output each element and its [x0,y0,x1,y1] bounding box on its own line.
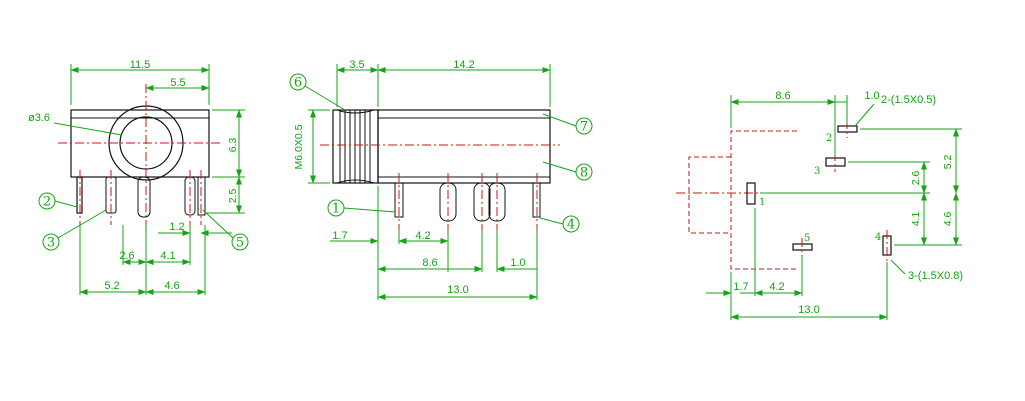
dim-thread-length: 3.5 [349,59,364,71]
dim-thread-spec: M6.0X0.5 [293,124,305,169]
dim-total: 13.0 [447,284,468,296]
dim-pin-gap-2: 8.6 [422,257,437,269]
pin-2: 2 [826,133,832,144]
dim-v-4-6: 4.6 [942,212,954,227]
dim-top: 8.6 [775,90,790,102]
dim-hole: ø3.6 [28,112,50,124]
pcb-outline [730,130,797,270]
pcb-layout: 2 3 1 5 4 8.6 1.0 2-(1.5X0.5) 5.2 2.6 4.… [676,90,963,320]
callout-5: 5 [236,236,244,251]
pin-5: 5 [804,233,810,244]
pad-1 [746,182,756,205]
pin-3: 3 [814,166,820,177]
dim-h-4-2: 4.2 [769,281,784,293]
dim-pin-gap-3: 1.0 [510,257,525,269]
front-pins [76,176,206,218]
pin-4: 4 [875,232,881,243]
dim-v-5-2: 5.2 [942,155,954,170]
dim-v-2-6: 2.6 [910,171,922,186]
dim-height: 6.3 [227,138,239,153]
side-body [377,109,551,184]
callout-4: 4 [567,218,575,233]
callout-8: 8 [580,166,588,181]
front-view: 11.5 5.5 ø3.6 6.3 2.5 2.6 4.1 1.2 5.2 4.… [28,59,249,295]
dim-v-4-1: 4.1 [910,212,922,227]
dim-pin-gap-c: 1.2 [169,221,184,233]
dim-top-small: 1.0 [864,90,879,102]
pcb-outline-nose [688,156,731,234]
dim-body-length: 14.2 [453,59,474,71]
callout-2: 2 [43,195,51,210]
dim-offset: 5.5 [170,77,185,89]
pin-1: 1 [759,197,765,208]
dim-pin-gap-a: 2.6 [119,250,134,262]
dim-h-1-7: 1.7 [733,281,748,293]
dim-pin-offset: 1.7 [332,230,347,242]
pad-3-size: 3-(1.5X0.8) [908,270,963,282]
dim-pin-gap-b: 4.1 [160,250,175,262]
callout-3: 3 [47,236,55,251]
dim-width: 11.5 [130,59,151,71]
dim-pin-length: 2.5 [227,189,239,204]
side-view: 3.5 14.2 M6.0X0.5 1.7 4.2 8.6 1.0 13.0 6… [289,59,593,300]
callout-6: 6 [294,76,302,91]
dim-base-a: 5.2 [104,280,119,292]
callout-1: 1 [332,202,340,217]
dim-pin-gap-1: 4.2 [415,230,430,242]
dim-h-13-0: 13.0 [798,304,819,316]
dim-base-b: 4.6 [164,280,179,292]
pad-2-size: 2-(1.5X0.5) [881,94,936,106]
callout-7: 7 [580,120,588,135]
side-pins [394,182,541,222]
